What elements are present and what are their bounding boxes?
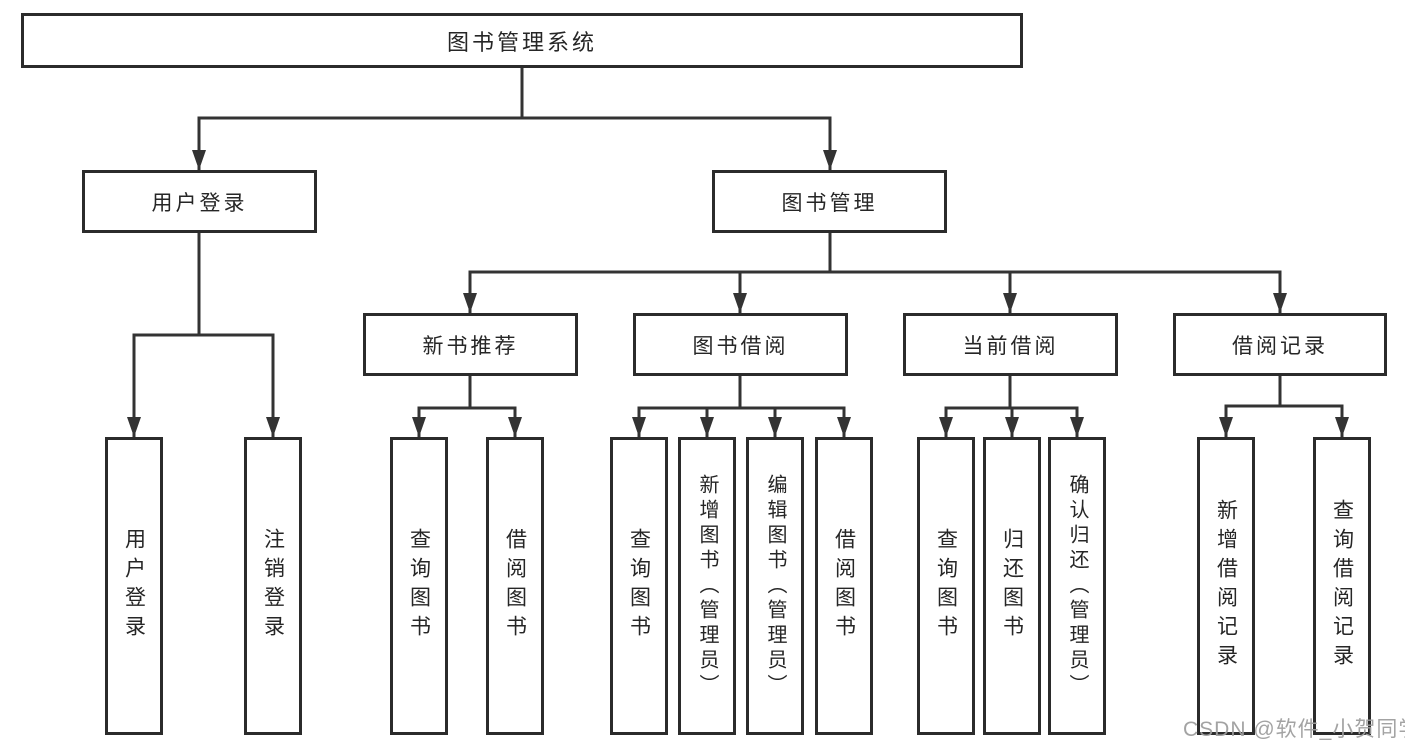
node-leaf-borrow-books: 借阅图书 [815, 437, 873, 735]
leaf-label: 查询借阅记录 [1330, 499, 1354, 673]
node-leaf-search-borrow-record: 查询借阅记录 [1313, 437, 1371, 735]
leaf-label: 注销登录 [261, 528, 285, 644]
connector-new-book-recommendation-children [412, 376, 522, 437]
node-book-management-label: 图书管理 [781, 191, 878, 215]
connector-borrowing-records-children [1219, 376, 1349, 437]
leaf-label: 新增借阅记录 [1214, 499, 1238, 673]
leaf-label: 用户登录 [122, 528, 146, 644]
node-book-management: 图书管理 [712, 170, 947, 233]
leaf-label: 新增图书（管理员） [696, 473, 718, 699]
connector-book-borrowing-children [632, 376, 851, 437]
node-new-book-recommendation: 新书推荐 [363, 313, 578, 376]
node-user-login-label: 用户登录 [151, 191, 248, 215]
node-book-borrowing: 图书借阅 [633, 313, 848, 376]
node-new-book-recommendation-label: 新书推荐 [422, 334, 519, 358]
leaf-label: 编辑图书（管理员） [764, 473, 786, 699]
leaf-label: 归还图书 [1000, 528, 1024, 644]
node-root: 图书管理系统 [21, 13, 1023, 68]
node-borrowing-records: 借阅记录 [1173, 313, 1387, 376]
node-leaf-return-books: 归还图书 [983, 437, 1041, 735]
node-root-label: 图书管理系统 [446, 29, 597, 55]
leaf-label: 确认归还（管理员） [1066, 473, 1088, 699]
leaf-label: 查询图书 [407, 528, 431, 644]
connector-root-to-level2 [192, 68, 837, 170]
node-leaf-search-books-recommend: 查询图书 [390, 437, 448, 735]
connector-user-login-children [127, 233, 280, 437]
leaf-label: 借阅图书 [832, 528, 856, 644]
leaf-label: 借阅图书 [503, 528, 527, 644]
node-leaf-add-books-admin: 新增图书（管理员） [678, 437, 736, 735]
leaf-label: 查询图书 [934, 528, 958, 644]
node-leaf-logout: 注销登录 [244, 437, 302, 735]
node-leaf-borrow-books-recommend: 借阅图书 [486, 437, 544, 735]
node-current-borrowing: 当前借阅 [903, 313, 1118, 376]
node-leaf-search-books-borrowing: 查询图书 [610, 437, 668, 735]
node-book-borrowing-label: 图书借阅 [692, 334, 789, 358]
leaf-label: 查询图书 [627, 528, 651, 644]
node-leaf-edit-books-admin: 编辑图书（管理员） [746, 437, 804, 735]
node-user-login: 用户登录 [82, 170, 317, 233]
node-leaf-user-login: 用户登录 [105, 437, 163, 735]
node-current-borrowing-label: 当前借阅 [962, 334, 1059, 358]
node-leaf-add-borrow-record: 新增借阅记录 [1197, 437, 1255, 735]
node-borrowing-records-label: 借阅记录 [1232, 334, 1328, 358]
connector-book-management-children [463, 233, 1287, 313]
csdn-watermark: CSDN @软件_小贺同学 [1183, 718, 1405, 741]
node-leaf-search-books-current: 查询图书 [917, 437, 975, 735]
node-leaf-confirm-return-admin: 确认归还（管理员） [1048, 437, 1106, 735]
connector-current-borrowing-children [939, 376, 1084, 437]
